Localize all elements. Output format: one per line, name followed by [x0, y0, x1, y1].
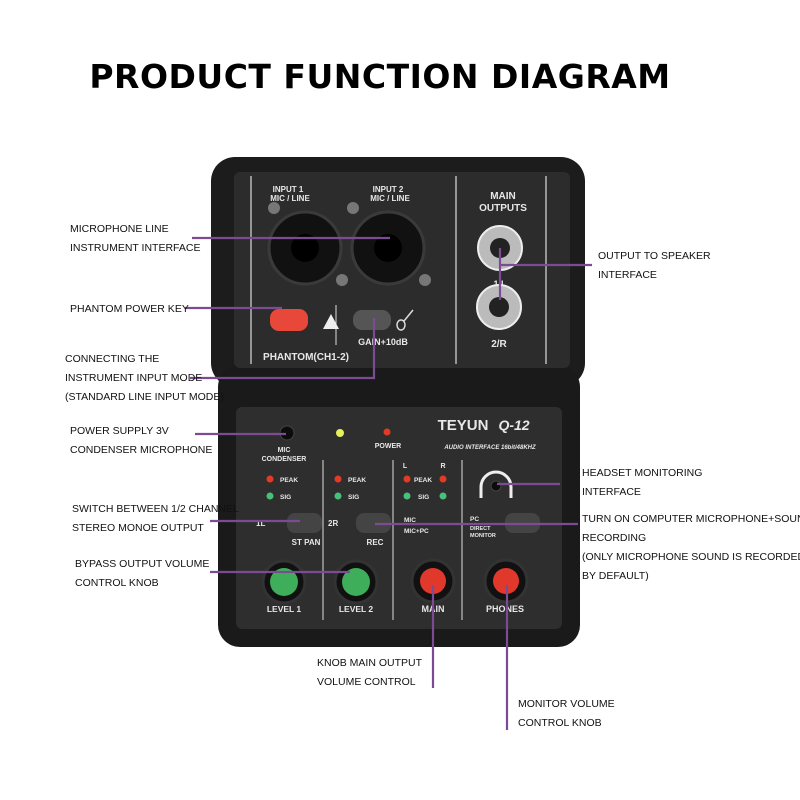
mic-condenser-label: MIC	[278, 447, 291, 454]
st-pan-button[interactable]	[287, 513, 322, 533]
input2-sub: MIC / LINE	[370, 194, 410, 203]
annotation-mic-line: INSTRUMENT INTERFACE	[70, 242, 200, 254]
annotation-headset: HEADSET MONITORING	[582, 467, 702, 479]
guitar-icon	[396, 309, 414, 331]
gain-button[interactable]	[353, 310, 391, 330]
mic-pc-mode-label: MIC+PC	[404, 528, 429, 535]
peak-label: PEAK	[414, 477, 432, 484]
lower-panel	[236, 407, 562, 629]
model-name: Q-12	[498, 417, 529, 433]
annotation-power-supply: POWER SUPPLY 3V	[70, 425, 169, 437]
annotation-bypass: CONTROL KNOB	[75, 577, 159, 589]
power-led	[383, 428, 391, 436]
ch1l-label: 1L	[256, 519, 265, 528]
annotation-switch: STEREO MONOE OUTPUT	[72, 522, 204, 534]
level2-label: LEVEL 2	[339, 604, 374, 614]
annotation-computer-mic: BY DEFAULT)	[582, 570, 649, 582]
annotation-computer-mic: RECORDING	[582, 532, 646, 544]
annotation-output: INTERFACE	[598, 269, 657, 281]
page-title: PRODUCT FUNCTION DIAGRAM	[89, 57, 670, 96]
callout-lines	[185, 236, 592, 730]
main-outputs-label: MAIN	[490, 191, 516, 202]
annotation-bypass: BYPASS OUTPUT VOLUME	[75, 558, 209, 570]
device-subtitle: AUDIO INTERFACE 16bit/48KHZ	[443, 445, 536, 451]
annotation-output: OUTPUT TO SPEAKER	[598, 250, 711, 262]
st-pan-label: ST PAN	[292, 538, 321, 547]
left-label: L	[403, 463, 408, 470]
annotation-monitor: CONTROL KNOB	[518, 717, 602, 729]
annotation-instrument: (STANDARD LINE INPUT MODE)	[65, 391, 224, 403]
annotation-mic-line: MICROPHONE LINE	[70, 223, 169, 235]
headphone-jack[interactable]	[490, 480, 502, 492]
direct-monitor-sub: MONITOR	[470, 533, 496, 539]
sig-label: SIG	[418, 494, 429, 501]
annotation-instrument: INSTRUMENT INPUT MODE	[65, 372, 202, 384]
brand-logo: TEYUN	[438, 417, 489, 434]
pc-mode-label: PC	[470, 516, 479, 523]
annotation-computer-mic: (ONLY MICROPHONE SOUND IS RECORDED	[582, 551, 800, 563]
annotation-monitor: MONITOR VOLUME	[518, 698, 615, 710]
peak-label: PEAK	[280, 477, 298, 484]
phones-label: PHONES	[486, 604, 524, 614]
annotation-headset: INTERFACE	[582, 486, 641, 498]
phantom-label: PHANTOM(CH1-2)	[263, 352, 349, 363]
xlr-input-2[interactable]	[347, 202, 431, 286]
main-outputs-sub: OUTPUTS	[479, 203, 527, 214]
annotation-knob-main: KNOB MAIN OUTPUT	[317, 657, 423, 669]
power-label: POWER	[375, 443, 401, 450]
mic-mode-label: MIC	[404, 517, 416, 524]
level2-knob[interactable]	[333, 559, 379, 605]
xlr-input-1[interactable]	[267, 202, 348, 286]
right-label: R	[440, 463, 445, 470]
annotation-switch: SWITCH BETWEEN 1/2 CHANNEL	[72, 503, 239, 515]
input1-label: INPUT 1	[273, 185, 304, 194]
output-jack-2r[interactable]	[476, 284, 522, 330]
annotation-phantom: PHANTOM POWER KEY	[70, 303, 189, 315]
annotation-computer-mic: TURN ON COMPUTER MICROPHONE+SOUND	[582, 513, 800, 525]
rec-label: REC	[367, 538, 384, 547]
input1-sub: MIC / LINE	[270, 194, 310, 203]
annotation-knob-main: VOLUME CONTROL	[317, 676, 416, 688]
audio-interface-device: INPUT 1 MIC / LINE INPUT 2 MIC / LINE MA…	[211, 157, 585, 647]
ch2-meters: PEAK SIG	[334, 475, 366, 501]
annotation-power-supply: CONDENSER MICROPHONE	[70, 444, 212, 456]
gain-label: GAIN+10dB	[358, 337, 408, 347]
main-meters: L R PEAK SIG	[403, 463, 447, 501]
warning-icon	[323, 314, 339, 329]
callout-line-output	[498, 248, 592, 300]
rec-button[interactable]	[356, 513, 391, 533]
level1-knob[interactable]	[261, 559, 307, 605]
mic-condenser-sub: CONDENSER	[262, 456, 307, 463]
annotations: MICROPHONE LINE INSTRUMENT INTERFACE OUT…	[65, 223, 800, 729]
peak-label: PEAK	[348, 477, 366, 484]
phantom-power-button[interactable]	[270, 309, 308, 331]
level1-label: LEVEL 1	[267, 604, 302, 614]
sig-label: SIG	[348, 494, 359, 501]
annotation-instrument: CONNECTING THE	[65, 353, 159, 365]
ch2r-label: 2R	[328, 519, 338, 528]
main-knob[interactable]	[410, 558, 456, 604]
output-2r-label: 2/R	[491, 339, 507, 350]
ch1-meters: PEAK SIG	[266, 475, 298, 501]
sig-label: SIG	[280, 494, 291, 501]
phantom-led	[336, 429, 344, 437]
input2-label: INPUT 2	[373, 185, 404, 194]
callout-line-instrument	[190, 318, 376, 380]
direct-monitor-label: DIRECT	[470, 526, 491, 532]
